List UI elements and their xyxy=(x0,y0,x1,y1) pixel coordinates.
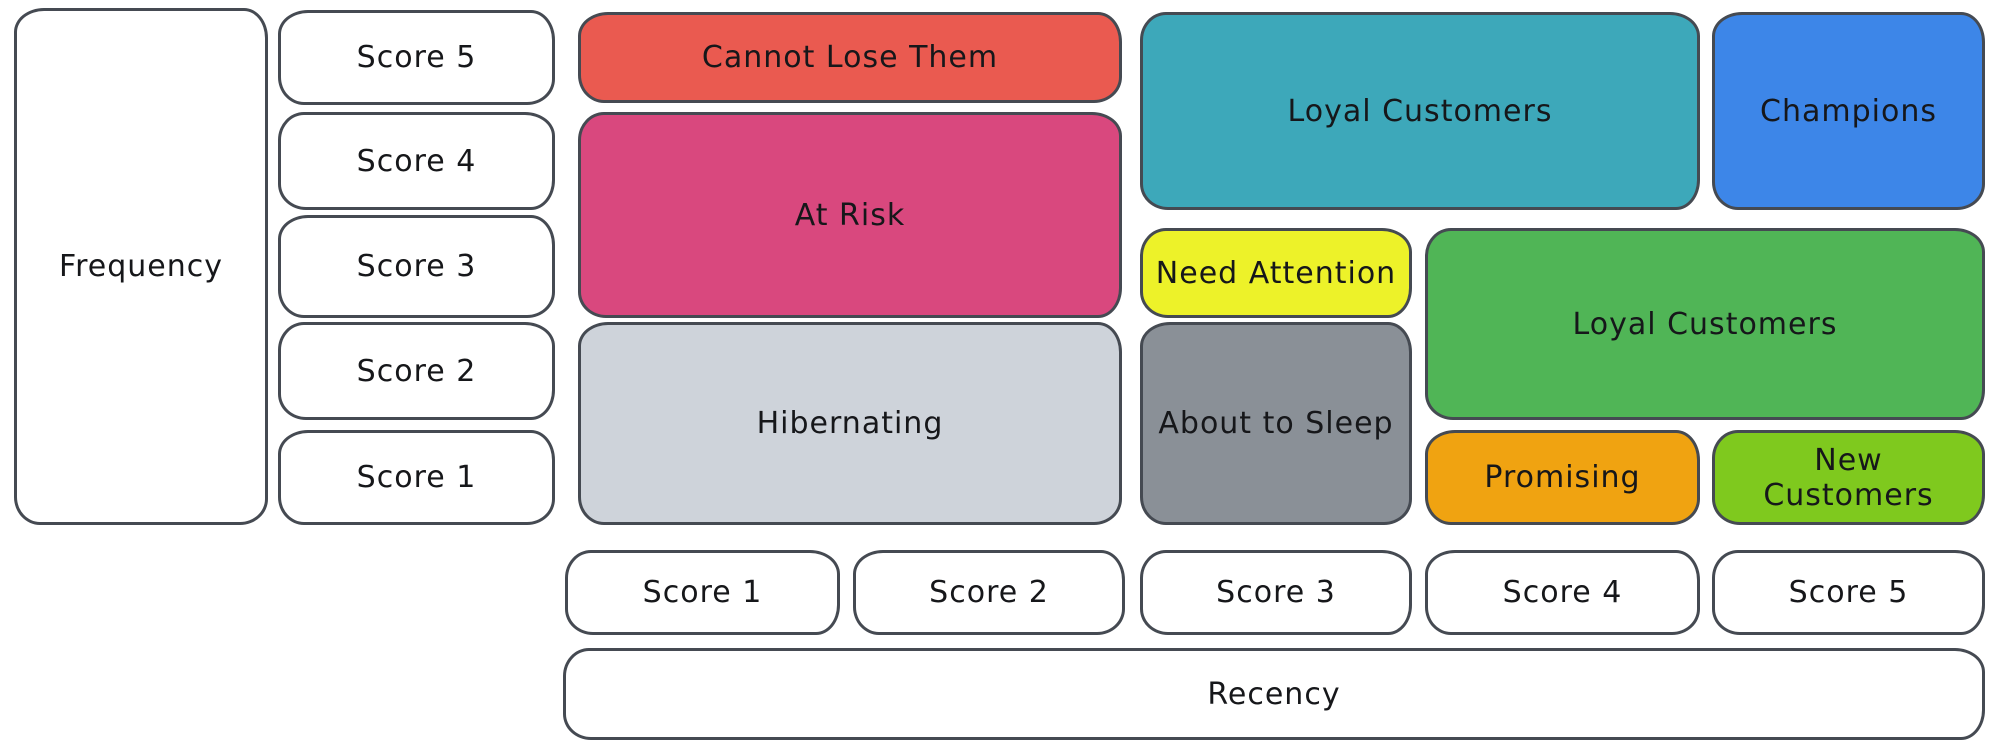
frequency-score-box: Score 2 xyxy=(278,322,555,420)
segment-need-attention: Need Attention xyxy=(1140,228,1412,318)
frequency-score-box-label: Score 3 xyxy=(356,249,477,284)
frequency-score-box: Score 4 xyxy=(278,112,555,210)
segment-at-risk: At Risk xyxy=(578,112,1122,318)
recency-score-box-label: Score 3 xyxy=(1216,575,1336,610)
recency-score-box-label: Score 1 xyxy=(642,575,763,610)
recency-score-box-label: Score 4 xyxy=(1502,575,1623,610)
segment-promising: Promising xyxy=(1425,430,1700,525)
segment-cannot-lose-them-label: Cannot Lose Them xyxy=(701,40,999,75)
recency-score-box: Score 1 xyxy=(565,550,840,635)
segment-new-customers-label: New Customers xyxy=(1763,442,1934,513)
segment-loyal-customers-label: Loyal Customers xyxy=(1572,306,1838,342)
frequency-score-box-label: Score 4 xyxy=(356,143,477,179)
segment-loyal-customers-label: Loyal Customers xyxy=(1287,93,1553,129)
segment-loyal-customers: Loyal Customers xyxy=(1140,12,1700,210)
recency-score-box: Score 4 xyxy=(1425,550,1700,635)
segment-hibernating: Hibernating xyxy=(578,322,1122,525)
recency-score-box: Score 2 xyxy=(853,550,1125,635)
recency-score-box: Score 5 xyxy=(1712,550,1985,635)
frequency-axis-box: Frequency xyxy=(14,8,268,525)
recency-axis-box: Recency xyxy=(563,648,1985,740)
segment-need-attention-label: Need Attention xyxy=(1155,255,1397,291)
segment-about-to-sleep: About to Sleep xyxy=(1140,322,1412,525)
frequency-score-box: Score 1 xyxy=(278,430,555,525)
frequency-score-box-label: Score 5 xyxy=(356,40,477,75)
frequency-axis-label: Frequency xyxy=(59,249,223,284)
frequency-score-box-label: Score 2 xyxy=(356,353,477,389)
frequency-score-box-label: Score 1 xyxy=(356,460,477,495)
segment-promising-label: Promising xyxy=(1484,460,1641,495)
segment-cannot-lose-them: Cannot Lose Them xyxy=(578,12,1122,103)
recency-score-box: Score 3 xyxy=(1140,550,1412,635)
frequency-score-box: Score 5 xyxy=(278,10,555,105)
recency-score-box-label: Score 2 xyxy=(929,575,1049,610)
frequency-score-box: Score 3 xyxy=(278,215,555,318)
segment-about-to-sleep-label: About to Sleep xyxy=(1158,406,1394,441)
segment-loyal-customers: Loyal Customers xyxy=(1425,228,1985,420)
recency-axis-label: Recency xyxy=(1207,676,1341,712)
segment-champions: Champions xyxy=(1712,12,1985,210)
segment-at-risk-label: At Risk xyxy=(794,197,906,233)
recency-score-box-label: Score 5 xyxy=(1788,575,1909,610)
segment-champions-label: Champions xyxy=(1760,93,1937,129)
segment-new-customers: New Customers xyxy=(1712,430,1985,525)
segment-hibernating-label: Hibernating xyxy=(756,406,944,441)
